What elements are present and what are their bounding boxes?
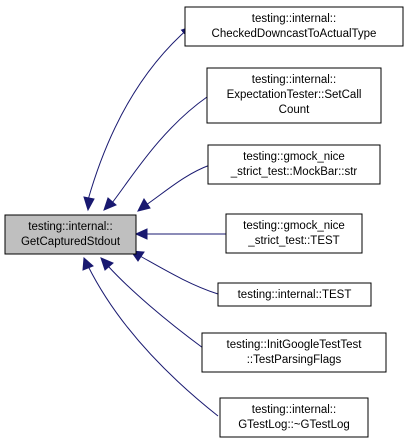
edge-mockbar-str [145, 164, 211, 206]
focus-label-line-2: GetCapturedStdout [21, 236, 121, 248]
caller-label: testing::internal:: [252, 13, 336, 25]
caller-node-set-call-count[interactable]: testing::internal:: ExpectationTester::S… [206, 67, 382, 124]
caller-label: testing::gmock_nice [243, 151, 345, 163]
arrowhead-6 [100, 257, 114, 271]
caller-node-gtestlog[interactable]: testing::internal:: GTestLog::~GTestLog [219, 397, 369, 438]
edge-internal-test [139, 255, 219, 295]
caller-label: ::TestParsingFlags [247, 354, 342, 366]
caller-label: CheckedDowncastToActualType [212, 28, 377, 40]
edge-gtestlog [87, 265, 219, 417]
focus-label-line-1: testing::internal:: [28, 221, 112, 233]
focus-node-get-captured-stdout[interactable]: testing::internal:: GetCapturedStdout [4, 214, 137, 255]
caller-label: _strict_test::TEST [247, 235, 339, 247]
caller-label: Count [279, 104, 310, 116]
arrowhead-2 [103, 197, 117, 211]
caller-node-internal-test[interactable]: testing::internal::TEST [217, 282, 372, 307]
edge-init-google-test [107, 265, 204, 349]
arrowhead-4 [134, 228, 148, 240]
caller-label: testing::internal:: [252, 404, 336, 416]
arrowhead-3 [137, 198, 151, 212]
caller-label: testing::internal:: [252, 74, 336, 86]
caller-label: GTestLog::~GTestLog [238, 419, 350, 431]
caller-node-gmock-test[interactable]: testing::gmock_nice _strict_test::TEST [225, 213, 363, 254]
arrowhead-1 [83, 196, 95, 212]
caller-node-mockbar-str[interactable]: testing::gmock_nice _strict_test::MockBa… [207, 144, 381, 185]
arrowhead-7 [82, 256, 94, 271]
caller-label: testing::InitGoogleTestTest [227, 339, 363, 351]
edge-checked-downcast [87, 26, 191, 201]
caller-label: _strict_test::MockBar::str [230, 166, 358, 178]
caller-label: ExpectationTester::SetCall [227, 89, 362, 101]
caller-label: testing::gmock_nice [243, 220, 345, 232]
caller-node-checked-downcast[interactable]: testing::internal:: CheckedDowncastToAct… [184, 6, 404, 47]
caller-label: testing::internal::TEST [238, 289, 352, 301]
edge-set-call-count [111, 96, 208, 204]
caller-node-init-google-test[interactable]: testing::InitGoogleTestTest ::TestParsin… [201, 332, 387, 373]
